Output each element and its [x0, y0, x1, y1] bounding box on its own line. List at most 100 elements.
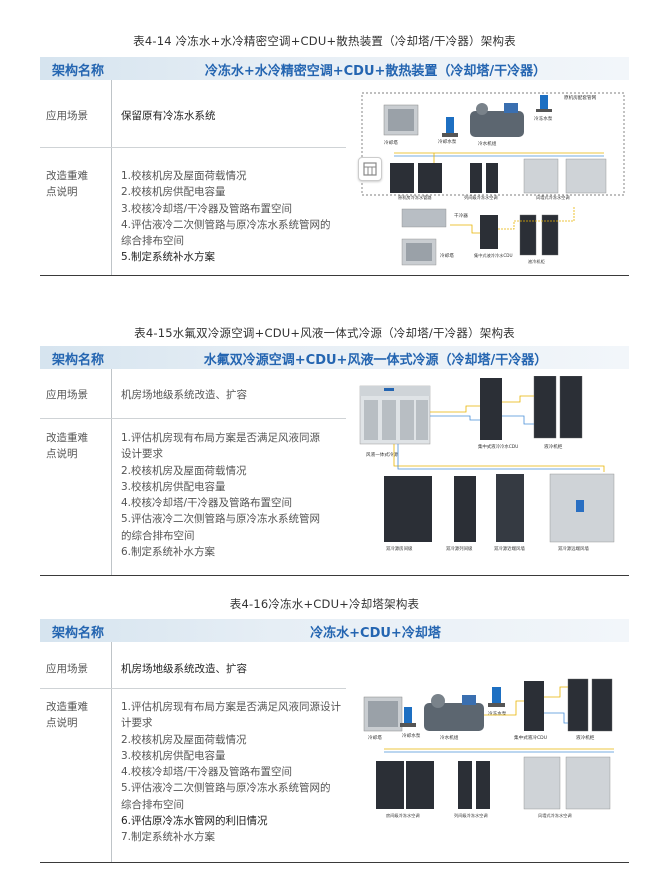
table-caption-2: 表4-15水氟双冷源空调+CDU+风液一体式冷源（冷却塔/干冷器）架构表 — [134, 326, 515, 340]
integrated-cold-source — [359, 385, 431, 445]
fig-label: 风墙式冷冻水空调 — [536, 194, 570, 201]
fig-label: 风墙式冷冻水空调 — [538, 812, 572, 819]
point-item: 1.校核机房及屋面荷载情况 — [121, 170, 247, 182]
points-list: 1.评估机房现有布局方案是否满足风液同源设计 计要求 2.校核机房及屋面荷载情况… — [121, 699, 346, 846]
point-item: 7.制定系统补水方案 — [121, 831, 216, 844]
chiller-unit — [424, 694, 484, 731]
pump-unit — [442, 117, 458, 137]
scenario-text: 保留原有冷冻水系统 — [121, 110, 216, 122]
diagram-dual-source-cdu: 风液一体式冷源 集中式液冷冷水CDU 液冷机柜 双冷源房间级 双冷源列间级 双冷… — [359, 376, 615, 552]
table-header: 架构名称 冷冻水+水冷精密空调+CDU+散热装置（冷却塔/干冷器） — [40, 57, 629, 80]
fig-label: 双冷源列间级 — [446, 545, 473, 552]
fig-label: 列间级冷冻水空调 — [454, 812, 488, 819]
rack-unit — [559, 376, 583, 439]
header-key: 架构名称 — [52, 64, 105, 79]
table-4-14: 架构名称 冷冻水+水冷精密空调+CDU+散热装置（冷却塔/干冷器） 应用场景 保… — [40, 57, 629, 276]
fig-label: 冷冻水泵 — [534, 115, 553, 122]
cdu-unit — [524, 681, 544, 731]
ahu-unit — [454, 476, 476, 542]
fig-label: 冷水机组 — [478, 140, 497, 147]
fig-label: 冷却水泵 — [438, 138, 457, 145]
point-item: 2.校核机房及屋面荷载情况 — [121, 464, 247, 477]
table-caption-3: 表4-16冷冻水+CDU+冷却塔架构表 — [229, 597, 420, 611]
point-item: 6.评估原冷冻水管网的利旧情况 — [121, 815, 268, 828]
header-key: 架构名称 — [52, 353, 105, 368]
table-4-15: 架构名称 水氟双冷源空调+CDU+风液一体式冷源（冷却塔/干冷器） 应用场景 机… — [40, 346, 629, 576]
fig-label: 液冷机柜 — [528, 258, 545, 265]
diagram-chilled-water-cdu: 冷却塔 冷却水泵 冷水机组 冷冻水泵 集中式液冷CDU 液冷机柜 房间级冷冻水空… — [363, 678, 614, 819]
point-item: 4.校核冷却塔/干冷器及管路布置空间 — [121, 766, 293, 779]
fig-label: 干冷器 — [454, 212, 468, 219]
fig-label: 原机房配套管网 — [564, 94, 597, 101]
header-key: 架构名称 — [52, 626, 105, 641]
point-item: 6.制定系统补水方案 — [121, 546, 216, 559]
fig-label: 冷却塔 — [384, 139, 398, 146]
header-value: 冷冻水+水冷精密空调+CDU+散热装置（冷却塔/干冷器） — [204, 64, 547, 79]
table-caption-1: 表4-14 冷冻水+水冷精密空调+CDU+散热装置（冷却塔/干冷器）架构表 — [133, 34, 516, 48]
fig-label: 冷水机组 — [440, 734, 459, 741]
ahu-unit — [565, 756, 611, 810]
rack-unit — [591, 678, 613, 732]
ahu-row — [390, 158, 607, 194]
point-item: 3.校核冷却塔/干冷器及管路布置空间 — [121, 202, 293, 215]
scenario-label: 应用场景 — [46, 663, 88, 675]
chiller-unit — [470, 103, 524, 137]
rack-unit — [519, 214, 537, 256]
cooling-tower-unit — [383, 104, 419, 136]
table-header: 架构名称 冷冻水+CDU+冷却塔 — [40, 619, 629, 642]
rack-unit — [533, 376, 557, 439]
points-label: 改造重难 点说明 — [46, 170, 88, 198]
point-item: 综合排布空间 — [121, 235, 184, 248]
points-label: 改造重难 点说明 — [46, 432, 88, 460]
header-value: 冷冻水+CDU+冷却塔 — [310, 626, 441, 641]
point-item: 5.制定系统补水方案 — [121, 251, 216, 264]
scenario-label: 应用场景 — [46, 389, 88, 401]
ahu-unit — [476, 761, 490, 809]
fig-label: 冷却塔 — [368, 734, 382, 741]
rack-unit — [567, 678, 589, 732]
scenario-text: 机房场地级系统改造、扩容 — [121, 663, 247, 675]
point-item: 2.校核机房供配电容量 — [121, 186, 226, 199]
point-item: 3.校核机房供配电容量 — [121, 480, 226, 493]
cooling-tower-unit-2 — [401, 238, 437, 266]
fig-label: 集中式液冷冷水CDU — [478, 443, 518, 450]
fig-label: 冷却塔 — [440, 252, 454, 259]
pump-unit — [488, 687, 505, 707]
point-item: 4.评估液冷二次侧管路与原冷冻水系统管网的 — [121, 218, 331, 231]
cooling-tower-unit — [363, 696, 403, 732]
fig-label: 液冷机柜 — [576, 734, 595, 741]
pump-unit — [400, 707, 416, 727]
points-list: 1.校核机房及屋面荷载情况 2.校核机房供配电容量 3.校核冷却塔/干冷器及管路… — [121, 168, 346, 266]
fig-label: 冷冻水泵 — [488, 710, 507, 717]
diagram-chilled-water-cdu-tower: 原机房配套管网 冷却塔 冷却水泵 冷水机组 冷冻水泵 原机房冷冻水管路 列间级冷… — [361, 92, 625, 266]
ahu-unit — [458, 761, 472, 809]
expand-icon[interactable] — [358, 157, 382, 181]
ahu-unit — [384, 476, 432, 542]
point-item: 5.评估液冷二次侧管路与原冷冻水系统管网的 — [121, 782, 331, 795]
fig-label: 双冷源房间级 — [386, 545, 413, 552]
header-value: 水氟双冷源空调+CDU+风液一体式冷源（冷却塔/干冷器） — [203, 353, 548, 368]
cdu-unit — [480, 215, 498, 249]
point-item: 2.校核机房及屋面荷载情况 — [121, 733, 247, 746]
cdu-unit — [480, 378, 502, 440]
fig-label: 双冷源远端风墙 — [558, 545, 589, 552]
fig-label: 双冷源近端风墙 — [494, 545, 525, 552]
scenario-text: 机房场地级系统改造、扩容 — [121, 389, 247, 401]
fig-label: 集中式液冷CDU — [514, 734, 547, 741]
point-item: 综合排布空间 — [121, 798, 184, 811]
point-item: 5.评估液冷二次侧管路与原冷冻水系统管网 — [121, 513, 321, 526]
fig-label: 冷却水泵 — [402, 732, 421, 739]
fig-label: 列间级冷冻水空调 — [464, 194, 498, 201]
point-item: 1.评估机房现有布局方案是否满足风液同源 — [121, 432, 321, 444]
table-4-16: 架构名称 冷冻水+CDU+冷却塔 应用场景 机房场地级系统改造、扩容 改造重难 … — [40, 619, 629, 864]
point-item: 计要求 — [121, 717, 153, 730]
point-item: 的综合排布空间 — [121, 529, 195, 542]
ahu-unit — [406, 761, 434, 809]
point-item: 1.评估机房现有布局方案是否满足风液同源设计 — [121, 701, 342, 713]
pump-unit — [536, 95, 552, 112]
ahu-unit — [496, 474, 524, 542]
rack-unit — [541, 214, 559, 256]
point-item: 设计要求 — [121, 448, 163, 461]
dry-cooler-unit — [401, 208, 447, 228]
points-list: 1.评估机房现有布局方案是否满足风液同源 设计要求 2.校核机房及屋面荷载情况 … — [121, 430, 346, 560]
